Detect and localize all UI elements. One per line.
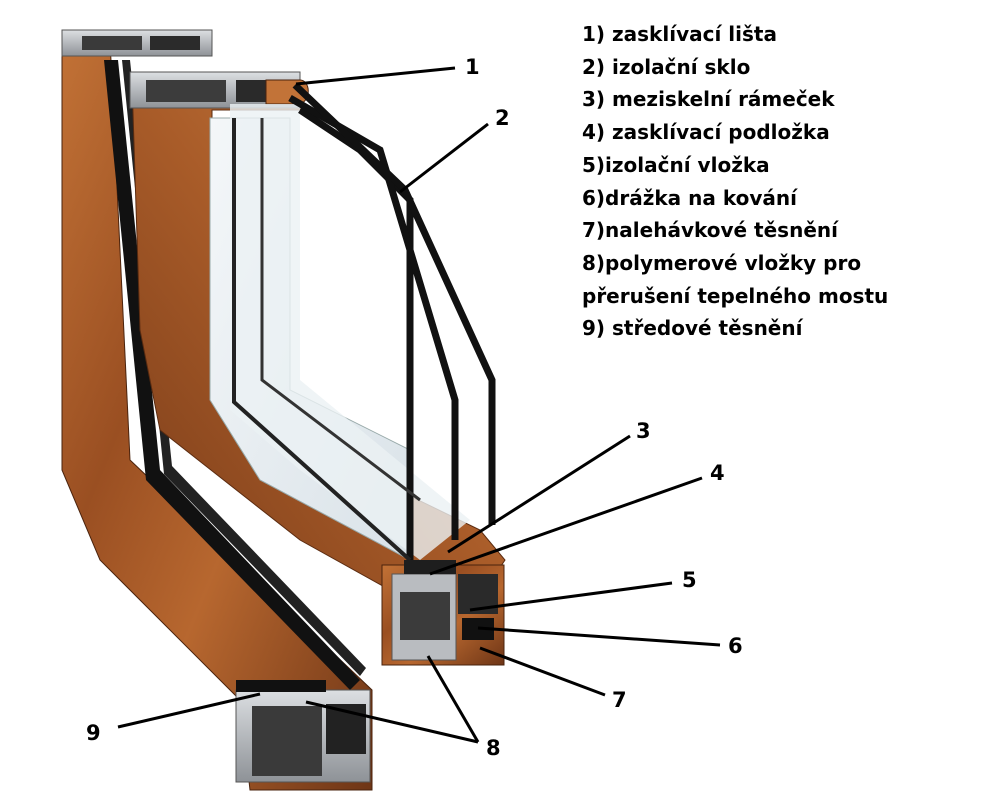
legend-item-5: 5)izolační vložka [582, 152, 770, 177]
leader-7 [479, 646, 606, 697]
frame-seal-strips [104, 60, 360, 690]
legend-item-6: 6)drážka na kování [582, 185, 797, 210]
leader-8b [305, 700, 479, 744]
legend-item-2: 2) izolační sklo [582, 54, 751, 79]
callout-5: 5 [682, 568, 697, 592]
legend-item-7: 7)nalehávkové těsnění [582, 218, 838, 243]
legend-item-3: 3) meziskelní rámeček [582, 87, 835, 112]
glazing-edge-3 [292, 82, 496, 525]
callout-7: 7 [612, 688, 627, 712]
callout-1: 1 [465, 55, 480, 79]
callout-8: 8 [486, 736, 501, 760]
leader-4 [429, 476, 703, 576]
legend-item-8: 8)polymerové vložky pro [582, 250, 862, 275]
legend-item-4: 4) zasklívací podložka [582, 120, 830, 145]
leader-2 [399, 122, 489, 194]
callout-2: 2 [495, 106, 510, 130]
leader-3 [447, 434, 631, 554]
leader-5 [469, 581, 673, 612]
callout-4: 4 [710, 461, 725, 485]
legend-item-8-cont: přerušení tepelného mostu [582, 283, 889, 308]
legend-item-1: 1) zasklívací lišta [582, 22, 777, 46]
leader-1 [295, 66, 456, 86]
legend-list: 1) zasklívací lišta 2) izolační sklo 3) … [582, 18, 888, 345]
callout-6: 6 [728, 634, 743, 658]
leader-6 [477, 626, 721, 647]
glass-pane-outer [230, 104, 470, 560]
leader-9 [117, 692, 261, 729]
legend-item-9: 9) středové těsnění [582, 316, 803, 341]
leader-8a [426, 655, 480, 743]
callout-9: 9 [86, 721, 101, 745]
callout-3: 3 [636, 419, 651, 443]
